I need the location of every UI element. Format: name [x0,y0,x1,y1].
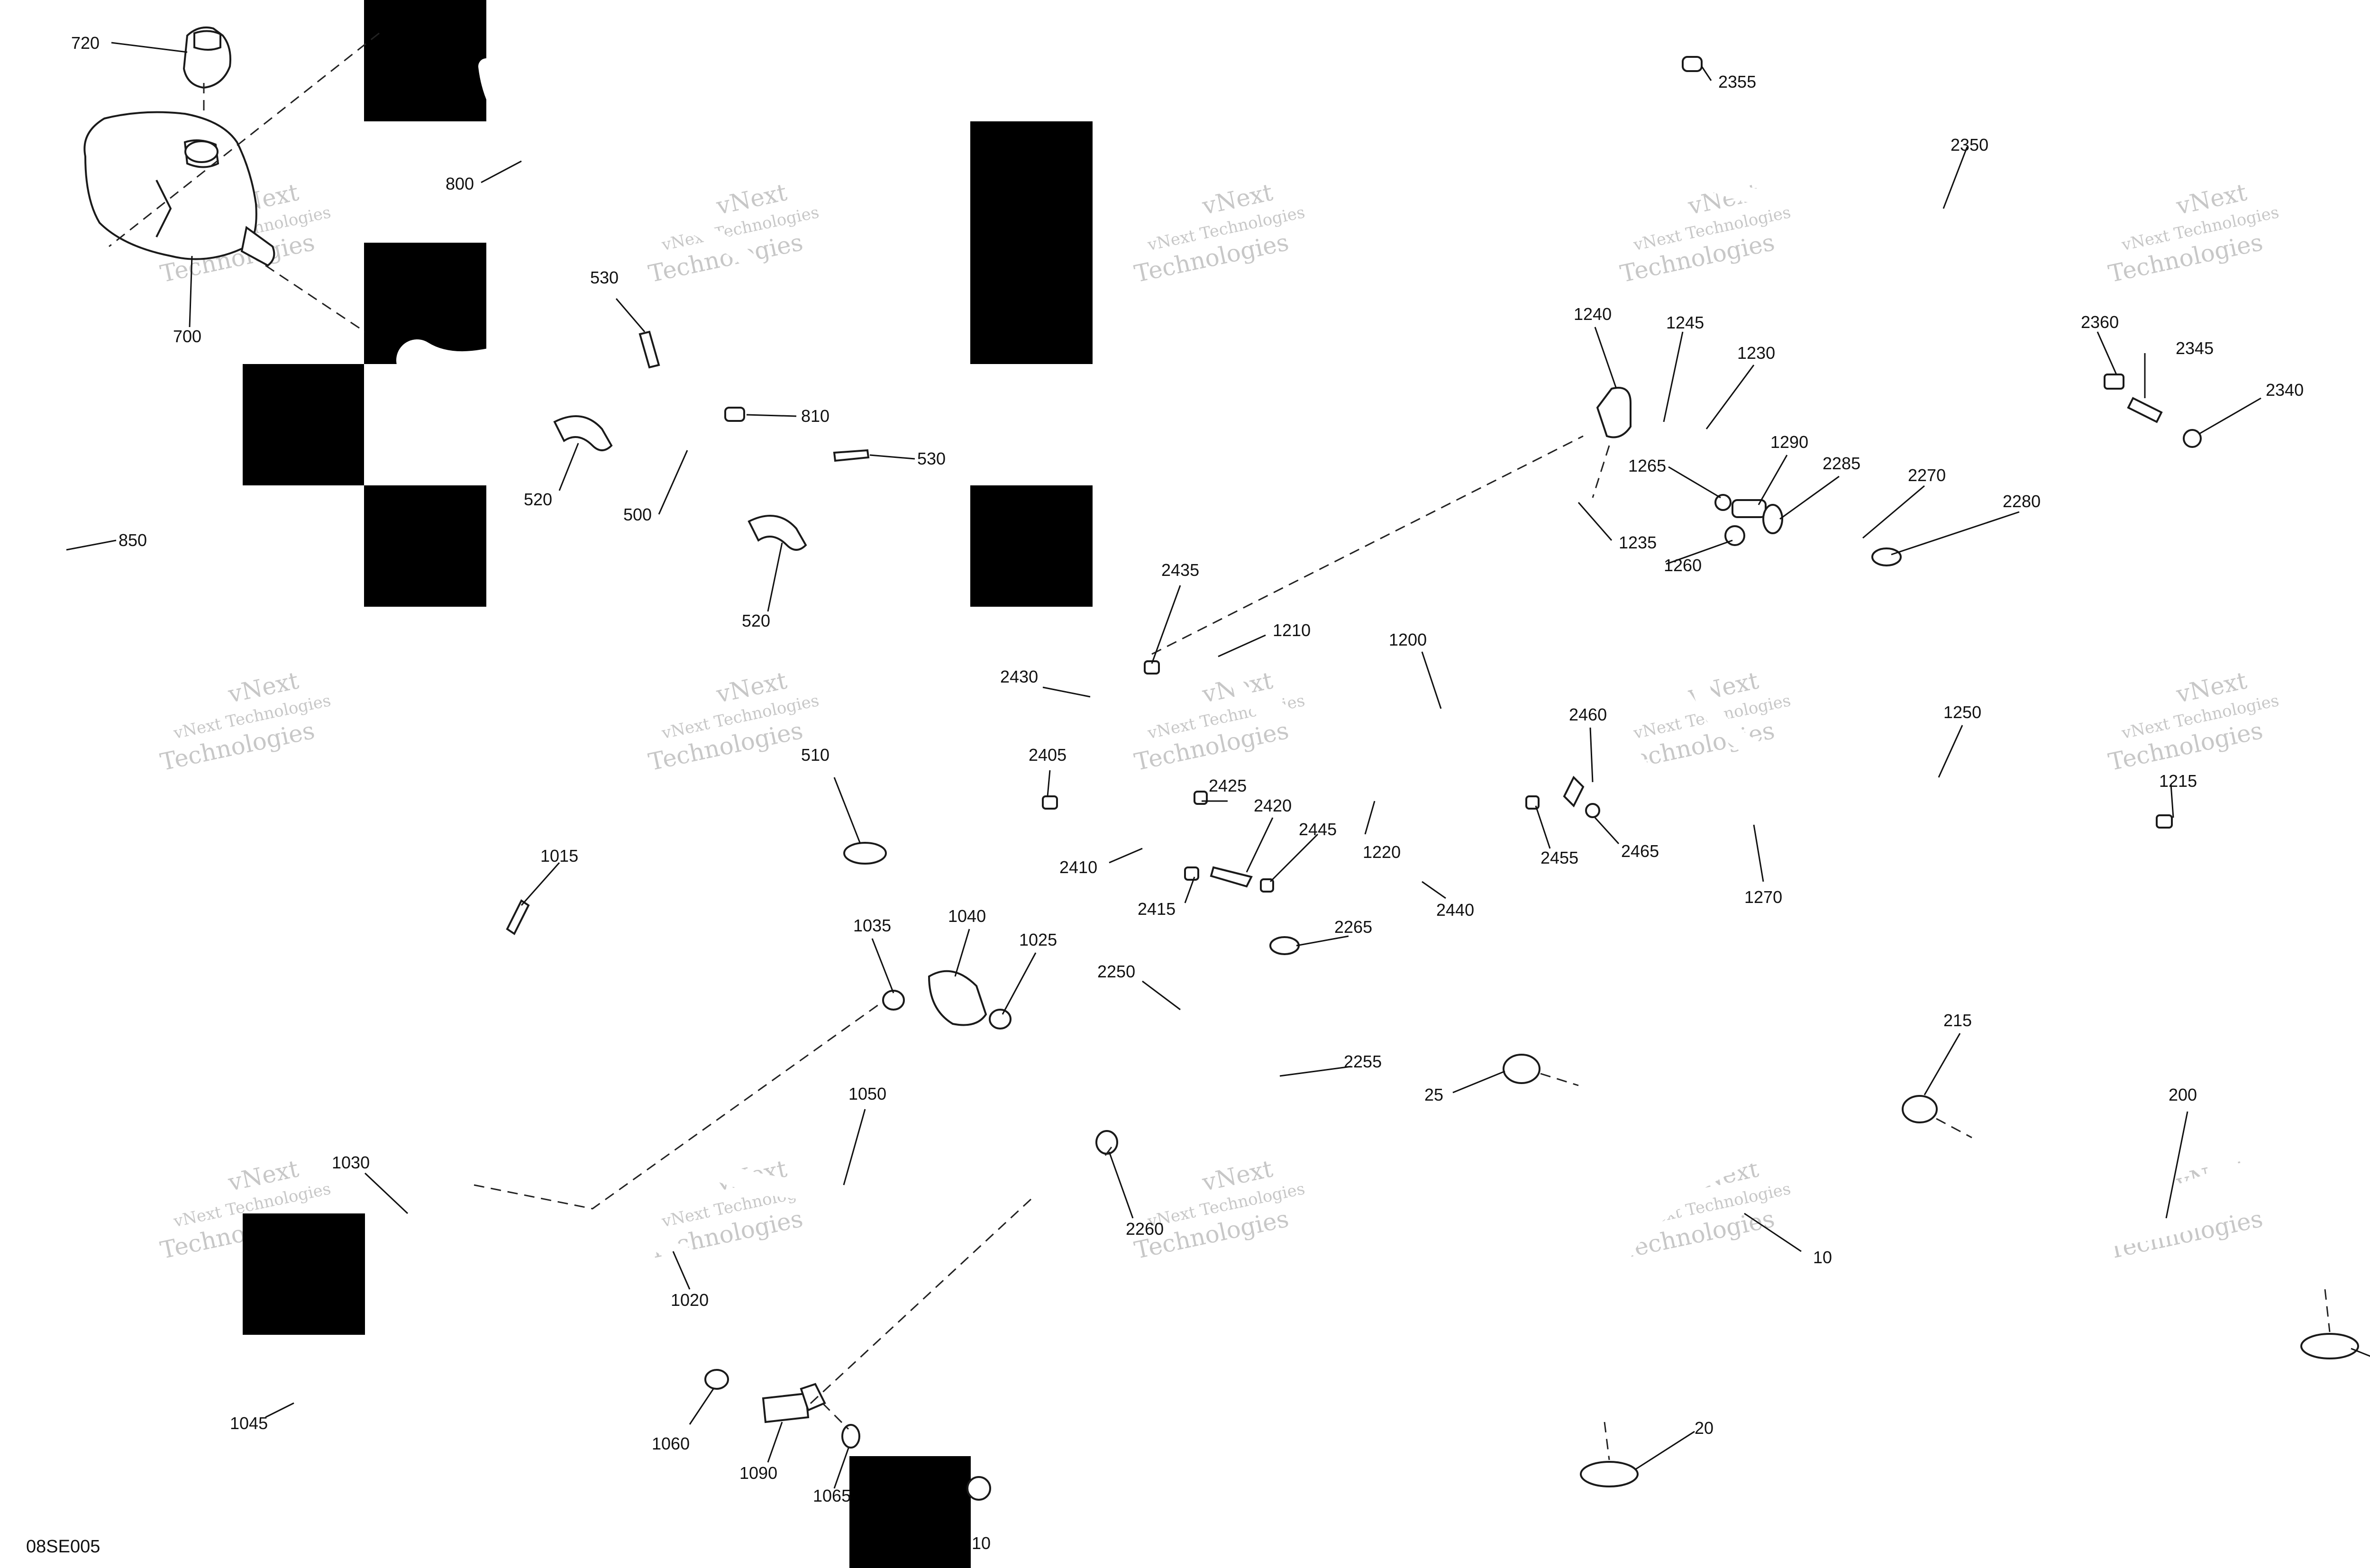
reservoir-group [29,26,988,865]
reservoir-cap [182,26,231,89]
callout-1030: 1030 [332,1153,370,1172]
callout-1065: 1065 [813,1486,851,1505]
callout-1035: 1035 [853,916,891,935]
callout-2415: 2415 [1138,899,1176,919]
lower-right-group [1503,1054,2359,1487]
redaction-block [243,364,364,485]
callout-1215: 1215 [2159,771,2197,791]
callout-2430: 2430 [1000,667,1038,686]
callout-2280: 2280 [2003,492,2041,511]
callout-1240: 1240 [1574,304,1612,324]
callout-2420: 2420 [1254,796,1292,815]
callout-1230: 1230 [1737,343,1775,363]
callout-2250: 2250 [1097,962,1135,981]
callout-2285: 2285 [1823,454,1860,473]
callout-1050: 1050 [848,1084,886,1103]
callout-1010-partial: 10 [972,1533,991,1553]
callout-2360: 2360 [2081,312,2119,332]
callout-1040: 1040 [948,906,986,926]
callout-1015: 1015 [540,846,578,866]
callout-2455: 2455 [1540,848,1578,867]
callout-2425: 2425 [1209,776,1247,795]
callout-215: 215 [1943,1011,1972,1030]
callout-labels: 720 700 850 800 530 810 530 520 500 520 … [71,33,2304,1553]
redaction-blocks [243,0,1093,1568]
callout-800: 800 [446,174,474,193]
callout-850: 850 [118,530,147,550]
redaction-block [364,485,486,607]
callout-2460: 2460 [1569,705,1607,724]
redaction-block [970,485,1093,607]
callout-1235: 1235 [1619,533,1657,552]
callout-1265: 1265 [1628,456,1666,475]
callout-2440: 2440 [1436,900,1474,920]
callout-510: 510 [801,745,830,765]
callout-2435: 2435 [1161,560,1199,580]
redaction-block [364,0,486,121]
redaction-block [970,121,1093,364]
callout-2350: 2350 [1951,135,1988,155]
callout-500: 500 [623,505,652,524]
redaction-block [849,1456,971,1568]
callout-2345: 2345 [2176,338,2214,358]
callout-2265: 2265 [1334,917,1372,937]
callout-1045: 1045 [230,1413,268,1433]
callout-530: 530 [917,449,946,468]
callout-1060: 1060 [652,1434,690,1453]
callout-2445: 2445 [1299,820,1337,839]
callout-1025: 1025 [1019,930,1057,949]
callout-1210: 1210 [1273,620,1311,640]
callout-1290: 1290 [1770,432,1808,452]
callout-2270: 2270 [1908,465,1946,485]
leader-lines [66,42,2370,1489]
callout-1270: 1270 [1744,887,1782,907]
callout-2410: 2410 [1059,857,1097,877]
lower-left-group [284,899,1300,1501]
callout-520: 520 [742,611,770,630]
callout-810: 810 [801,406,830,426]
callout-20: 20 [1695,1418,1714,1438]
callout-1250: 1250 [1943,702,1981,722]
callout-10: 10 [1813,1248,1832,1267]
callout-2465: 2465 [1621,841,1659,861]
callout-2355: 2355 [1718,72,1756,91]
callout-2405: 2405 [1029,745,1066,765]
callout-2260: 2260 [1126,1219,1164,1239]
figure-code: 08SE005 [26,1537,100,1557]
callout-700: 700 [173,327,201,346]
redaction-block [243,1213,365,1335]
callout-2340: 2340 [2266,380,2304,400]
callout-720: 720 [71,33,100,53]
callout-25: 25 [1424,1085,1443,1104]
coolant-reservoir [83,111,275,267]
callout-1090: 1090 [739,1463,777,1483]
callout-1220: 1220 [1363,842,1401,862]
callout-520: 520 [524,490,552,509]
callout-530: 530 [590,268,619,287]
callout-200: 200 [2169,1085,2197,1104]
callout-1245: 1245 [1666,313,1704,332]
upper-right-group [1042,56,2202,894]
callout-1200: 1200 [1389,630,1427,649]
callout-1020: 1020 [671,1290,709,1310]
callout-2255: 2255 [1344,1052,1382,1071]
callout-1260: 1260 [1664,556,1702,575]
